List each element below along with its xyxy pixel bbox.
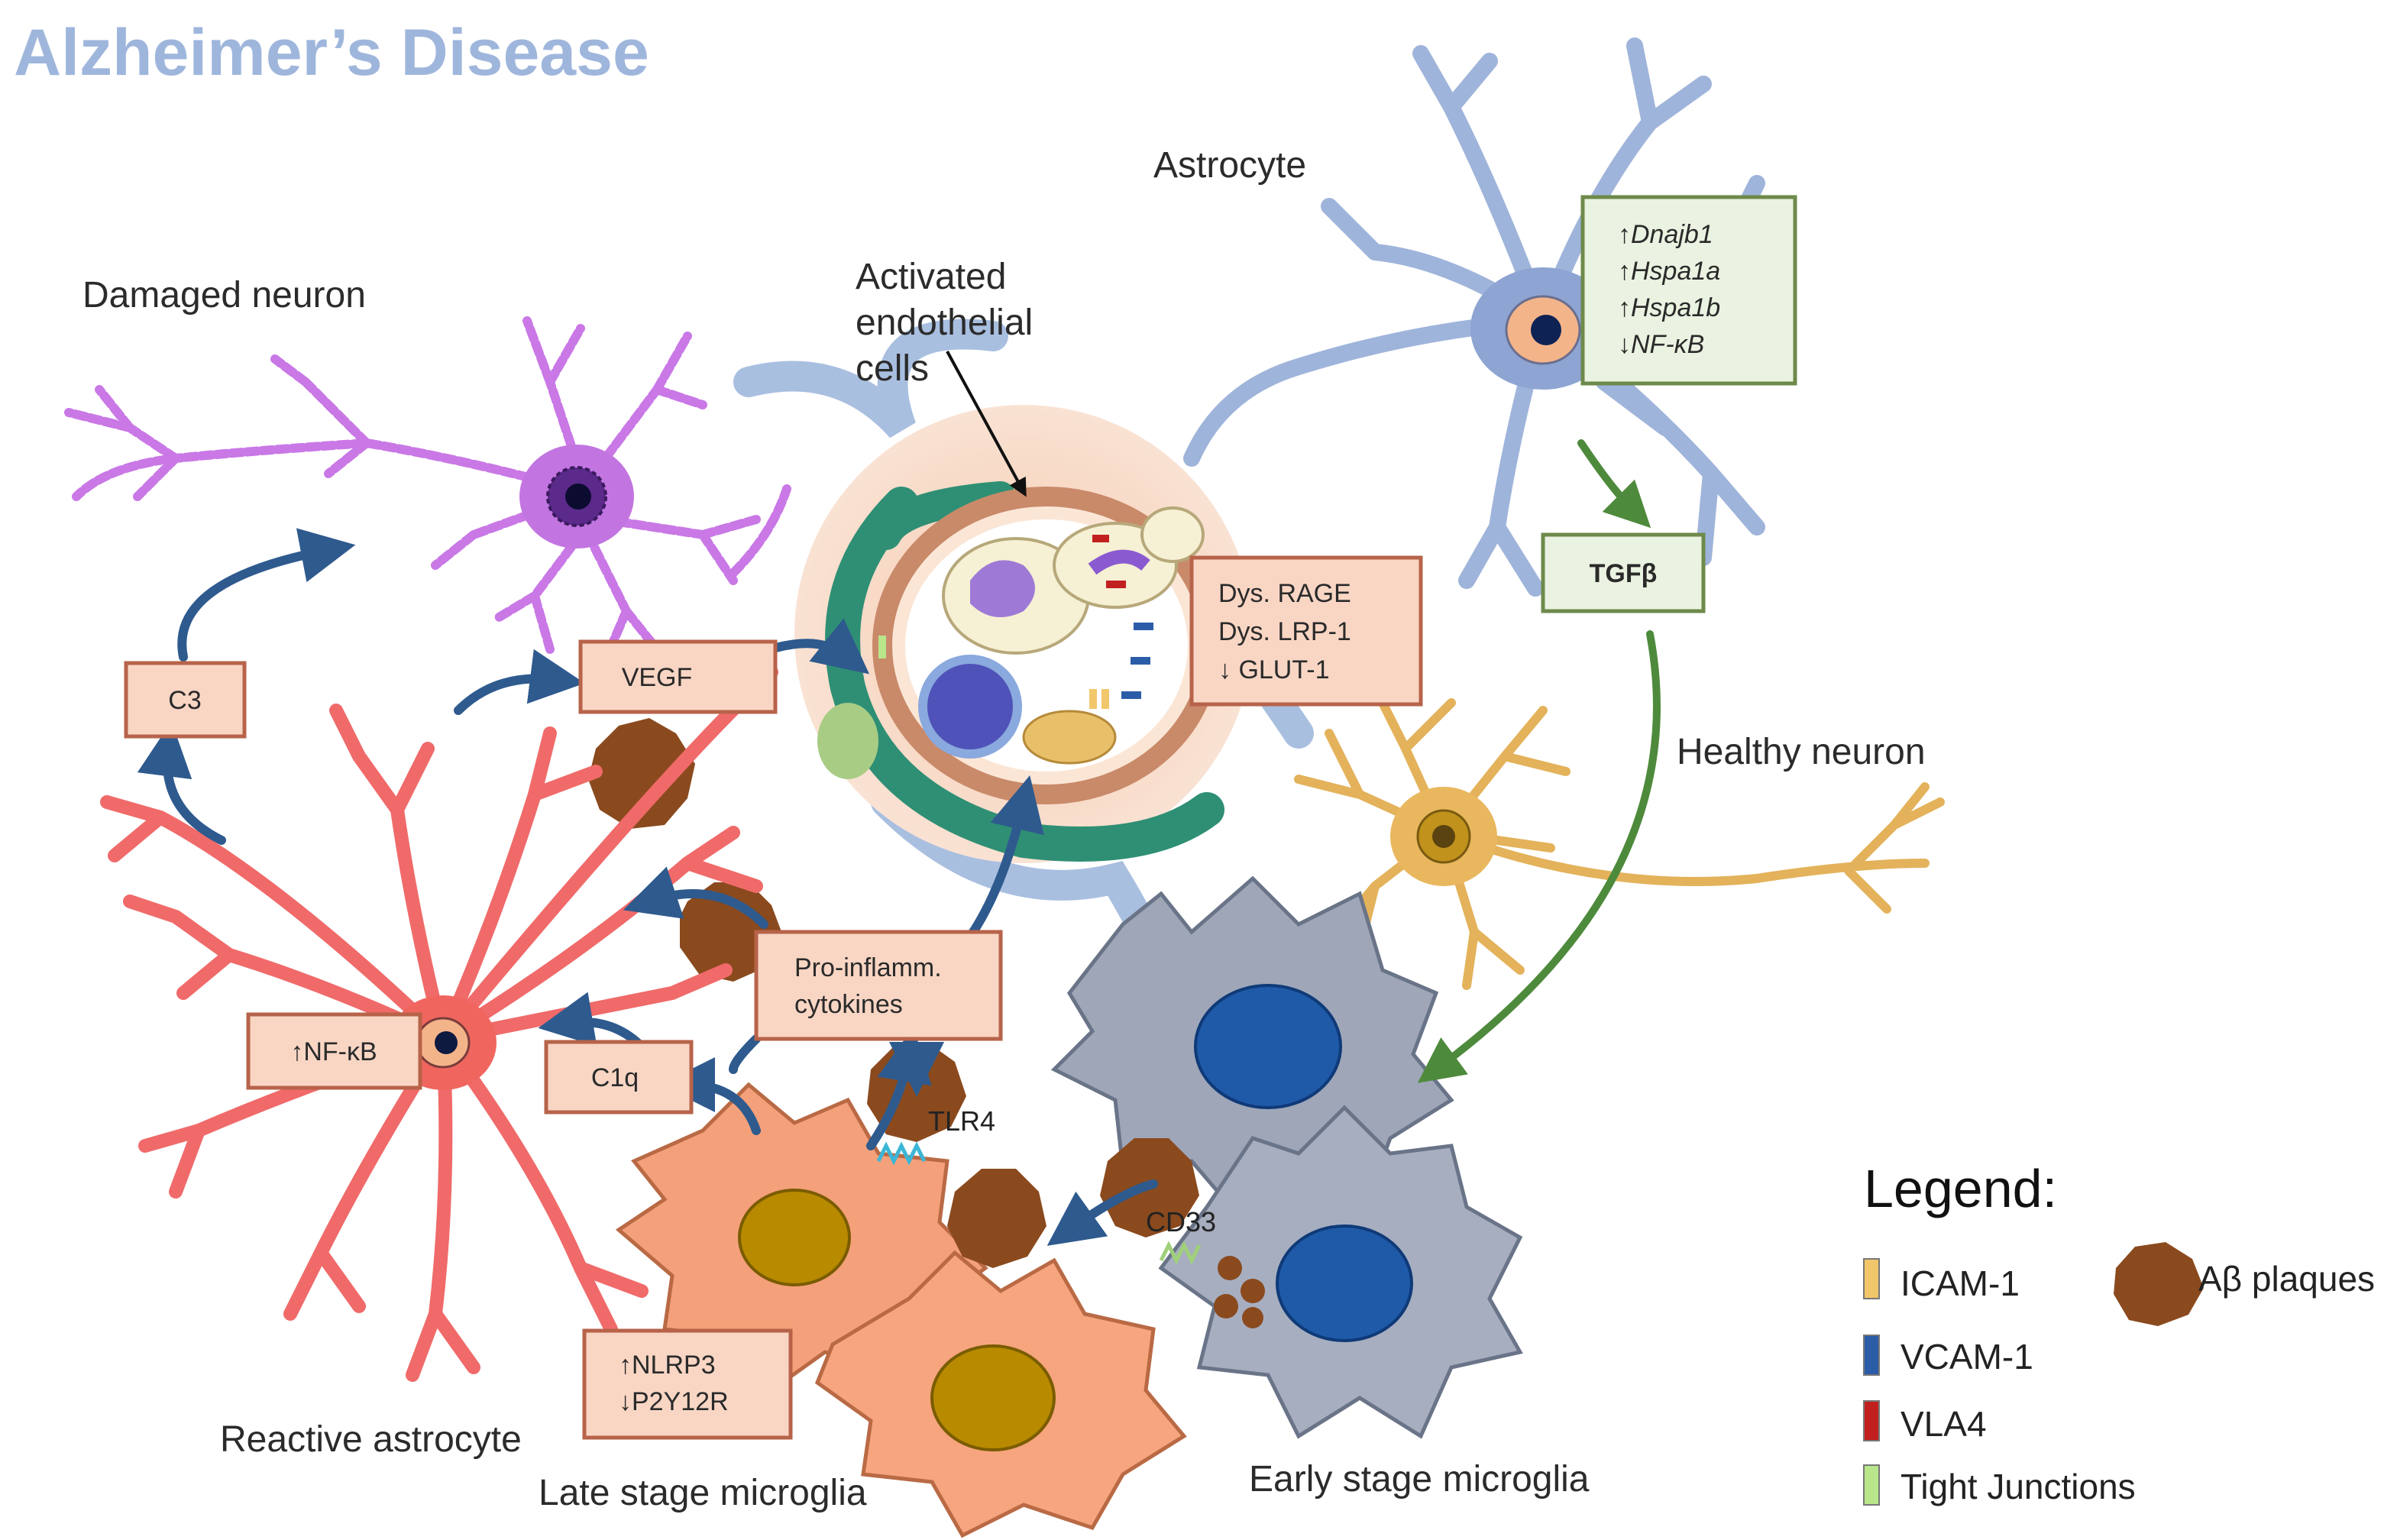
box-astro-genes-line2: ↑Hspa1a (1618, 257, 1720, 286)
box-c3: C3 (124, 661, 247, 739)
healthy-neuron (1294, 683, 1945, 990)
activated-label-line3: cells (856, 348, 929, 389)
tgfb-arrows (1417, 439, 1661, 1083)
box-pro-inflamm-line2: cytokines (794, 990, 903, 1019)
label-healthy-neuron: Healthy neuron (1677, 732, 1926, 772)
legend-item-icam1: ICAM-1 (1863, 1258, 2020, 1303)
box-nlrp3: ↑NLRP3 ↓P2Y12R (582, 1328, 793, 1440)
legend-label-vcam1: VCAM-1 (1900, 1337, 2033, 1377)
box-c1q-text: C1q (591, 1063, 639, 1092)
label-late-stage-microglia: Late stage microglia (539, 1473, 867, 1513)
legend-title: Legend: (1864, 1159, 2057, 1218)
label-astrocyte: Astrocyte (1153, 145, 1306, 186)
box-tgfb: TGFβ (1541, 532, 1706, 613)
box-c3-text: C3 (168, 686, 201, 715)
label-cd33: CD33 (1146, 1206, 1216, 1238)
label-early-stage-microglia: Early stage microglia (1249, 1459, 1590, 1500)
box-astro-genes-line4: ↓NF-κB (1618, 330, 1704, 359)
legend-swatch-vla4 (1863, 1400, 1880, 1441)
box-vegf-text: VEGF (622, 663, 693, 692)
box-astro-genes: ↑Dnajb1 ↑Hspa1a ↑Hspa1b ↓NF-κB (1580, 195, 1797, 386)
legend-item-plaques: Aβ plaques (2114, 1242, 2375, 1326)
damaged-neuron (64, 316, 791, 669)
legend-item-vcam1: VCAM-1 (1863, 1335, 2033, 1377)
box-astro-genes-line1: ↑Dnajb1 (1618, 220, 1713, 249)
box-pro-inflamm: Pro-inflamm. cytokines (754, 930, 1003, 1041)
plaque-1 (588, 718, 695, 829)
label-reactive-astrocyte: Reactive astrocyte (220, 1419, 522, 1460)
box-vegf: VEGF (578, 639, 778, 714)
box-rage-line3: ↓ GLUT-1 (1218, 655, 1329, 684)
legend: Legend: ICAM-1 VCAM-1 VLA4 Tight Junctio… (1863, 1159, 2375, 1506)
label-activated-endothelial: Activated endothelial cells (856, 257, 1033, 497)
activated-label-line1: Activated (856, 257, 1006, 297)
early-stage-microglia (1050, 875, 1523, 1439)
label-tlr4: TLR4 (928, 1105, 995, 1137)
legend-label-tight-junctions: Tight Junctions (1900, 1467, 2136, 1506)
box-nlrp3-line2: ↓P2Y12R (619, 1387, 729, 1416)
box-pro-inflamm-line1: Pro-inflamm. (794, 953, 942, 982)
legend-item-tight-junctions: Tight Junctions (1863, 1464, 2136, 1506)
legend-swatch-tight-junctions (1863, 1464, 1880, 1506)
box-tgfb-text: TGFβ (1590, 559, 1658, 588)
plaque-4 (947, 1169, 1046, 1268)
legend-label-icam1: ICAM-1 (1900, 1263, 2020, 1303)
box-astro-genes-line3: ↑Hspa1b (1618, 293, 1720, 322)
box-nlrp3-line1: ↑NLRP3 (619, 1351, 716, 1380)
legend-label-plaques: Aβ plaques (2198, 1259, 2375, 1299)
reactive-astrocyte (100, 665, 778, 1382)
page-title: Alzheimer’s Disease (14, 16, 649, 89)
activated-label-line2: endothelial (856, 302, 1033, 343)
legend-swatch-vcam1 (1863, 1335, 1880, 1376)
legend-item-vla4: VLA4 (1863, 1400, 1987, 1444)
legend-swatch-icam1 (1863, 1258, 1880, 1299)
box-nfkb: ↑NF-κB (246, 1012, 422, 1090)
box-rage-line2: Dys. LRP-1 (1218, 617, 1351, 646)
box-c1q: C1q (544, 1040, 694, 1115)
astrocyte (1183, 37, 1765, 597)
box-rage: Dys. RAGE Dys. LRP-1 ↓ GLUT-1 (1189, 555, 1423, 707)
late-stage-microglia (615, 1082, 1202, 1538)
box-nfkb-text: ↑NF-κB (290, 1037, 377, 1066)
legend-plaque-icon (2114, 1242, 2204, 1326)
label-damaged-neuron: Damaged neuron (82, 275, 366, 315)
legend-label-vla4: VLA4 (1900, 1404, 1987, 1444)
box-rage-line1: Dys. RAGE (1218, 579, 1351, 608)
